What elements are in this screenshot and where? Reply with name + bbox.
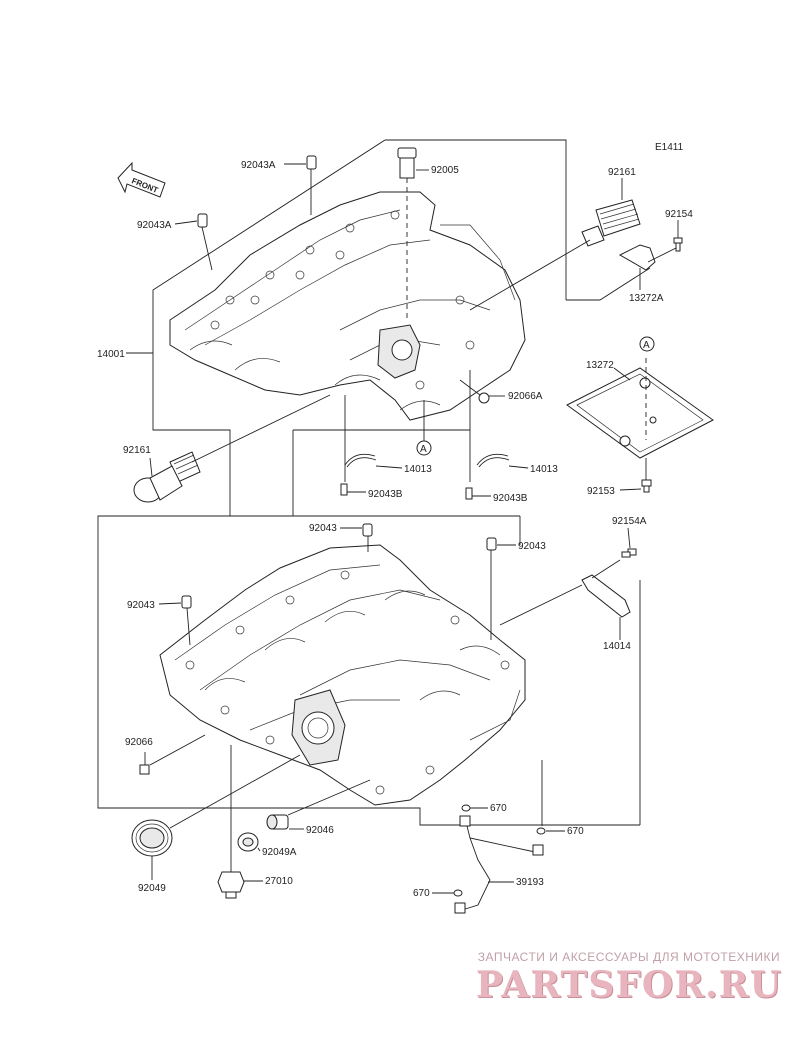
svg-text:13272A: 13272A [629,293,664,304]
part-92161-right [581,199,641,247]
svg-text:14014: 14014 [603,641,631,652]
pin-92043B-left [340,483,348,496]
part-92005 [397,147,417,179]
svg-text:92049A: 92049A [262,847,297,858]
plate-14014 [581,574,631,618]
part-92046 [266,814,289,830]
o-ring-670-bottom [453,889,463,897]
switch-27010 [217,871,245,899]
svg-text:92043B: 92043B [368,489,403,500]
svg-text:92153: 92153 [587,486,615,497]
dowel-92043A-left [197,213,208,228]
lower-crankcase [159,544,526,806]
part-labels: 92043A 92005 92161 92154 92043A 13272A 1… [97,160,693,899]
svg-text:13272: 13272 [586,360,614,371]
svg-text:92066A: 92066A [508,391,543,402]
plate-13272A [618,244,656,271]
svg-text:14013: 14013 [404,464,432,475]
svg-text:A: A [643,340,650,351]
seal-92049 [131,819,173,857]
svg-text:92043B: 92043B [493,493,528,504]
diagram-code: E1411 [655,142,684,153]
svg-text:92049: 92049 [138,883,166,894]
svg-text:92043A: 92043A [241,160,276,171]
svg-text:670: 670 [413,888,430,899]
svg-text:27010: 27010 [265,876,293,887]
svg-text:92161: 92161 [123,445,151,456]
watermark-logo: PARTSFOR.RU [475,964,782,1006]
svg-text:92043A: 92043A [137,220,172,231]
front-arrow-icon: FRONT [117,161,166,198]
bearing-14013-left [344,453,376,466]
callout-a-right [639,336,655,352]
svg-text:92043: 92043 [309,523,337,534]
cover-13272 [566,367,714,459]
dowel-92043-top [362,523,373,537]
pin-92043B-right [465,487,473,500]
svg-text:39193: 39193 [516,877,544,888]
part-92049A [237,832,259,852]
svg-text:670: 670 [490,803,507,814]
svg-text:92043: 92043 [127,600,155,611]
dowel-92043A-top [306,155,317,170]
o-ring-670-right [536,827,546,835]
upper-crankcase [169,191,526,421]
svg-text:14001: 14001 [97,349,125,360]
o-ring-670-top [461,804,471,812]
plug-92066 [139,764,150,775]
bolt-92154A [621,548,637,558]
svg-text:92066: 92066 [125,737,153,748]
svg-text:92043: 92043 [518,541,546,552]
svg-text:A: A [420,444,427,455]
bearing-14013-right [476,453,509,466]
dowel-92043-topright [486,537,497,551]
svg-text:92154: 92154 [665,209,693,220]
plug-92066A [478,392,490,404]
svg-text:92154A: 92154A [612,516,647,527]
bolt-92153 [641,479,652,493]
pipe-39193 [454,815,544,914]
svg-text:670: 670 [567,826,584,837]
dowel-92043-left [181,595,192,609]
svg-text:92046: 92046 [306,825,334,836]
svg-text:92005: 92005 [431,165,459,176]
watermark-subtitle: ЗАПЧАСТИ И АКСЕССУАРЫ ДЛЯ МОТОТЕХНИКИ [477,950,781,964]
svg-text:14013: 14013 [530,464,558,475]
watermark: ЗАПЧАСТИ И АКСЕССУАРЫ ДЛЯ МОТОТЕХНИКИ PA… [476,950,782,1004]
bolt-92154 [673,237,683,252]
part-92161-left [133,451,201,503]
svg-text:92161: 92161 [608,167,636,178]
upper-case-frame [97,139,641,826]
